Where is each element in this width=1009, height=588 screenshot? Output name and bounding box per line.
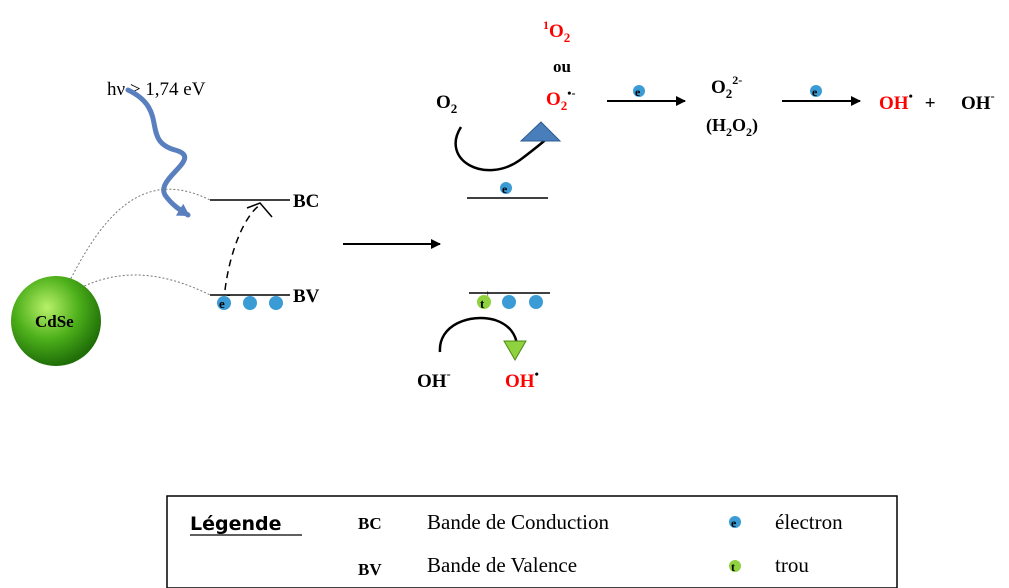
hydroxide-product: OH- [961, 89, 995, 114]
o2-reactant: O2 [436, 92, 457, 116]
plus-sign: + [920, 93, 940, 114]
legend-title: Légende [190, 513, 282, 535]
electron-icon [217, 296, 231, 310]
electron-symbol: e [812, 85, 818, 99]
photon-wave-arrow [125, 87, 191, 218]
electron-icon [633, 85, 645, 97]
electron-icon [729, 516, 741, 528]
legend-border [166, 495, 898, 588]
legend-hole-label: trou [775, 553, 809, 577]
electron-symbol: e [219, 296, 225, 311]
legend: Légende BC Bande de Conduction e électro… [166, 495, 898, 588]
hole-symbol: t [480, 296, 485, 311]
electron-icon [810, 85, 822, 97]
bc-label: BC [293, 191, 319, 212]
cdse-label: CdSe [35, 312, 74, 331]
electron-minus: - [227, 290, 230, 301]
electron-icon [243, 296, 257, 310]
electron-symbol: e [502, 182, 508, 196]
oxidation-triangle [503, 340, 527, 361]
hydrogen-peroxide: (H2O2) [706, 115, 758, 139]
hydroxyl-radical-product: OH• [879, 89, 913, 114]
legend-bv-text: Bande de Valence [427, 553, 577, 577]
excitation-dashed-arrow [224, 204, 261, 291]
legend-bv-abbr: BV [358, 560, 382, 579]
electron-icon [529, 295, 543, 309]
hole-icon [729, 560, 741, 572]
photon-energy-label: hν > 1,74 eV [107, 79, 206, 100]
electron-icon [269, 296, 283, 310]
reduction-triangle [519, 121, 562, 142]
peroxide-ion: O22- [711, 73, 742, 101]
legend-electron-label: électron [775, 510, 843, 534]
legend-bc-text: Bande de Conduction [427, 510, 609, 534]
electron-icon [502, 295, 516, 309]
hole-icon [477, 295, 491, 309]
hydroxyl-radical-oxidation: OH• [505, 367, 539, 392]
connector-particle-to-bc [59, 188, 211, 301]
superoxide-radical: O2•- [546, 86, 575, 113]
bv-label: BV [293, 286, 320, 307]
electron-symbol: e [731, 516, 737, 530]
hole-symbol: t [731, 560, 735, 574]
oxidation-curve-arrow [438, 316, 519, 353]
ou-label: ou [553, 57, 571, 76]
excitation-arrowhead [246, 202, 273, 218]
legend-bc-abbr: BC [358, 514, 382, 533]
electron-icon [500, 182, 512, 194]
reduction-curve-arrow [454, 126, 549, 172]
singlet-oxygen: 1O2 [543, 18, 570, 45]
hole-plus: + [485, 289, 491, 300]
hydroxide-reactant: OH- [417, 367, 451, 392]
electron-symbol: e [635, 85, 641, 99]
cdse-particle [11, 276, 101, 366]
